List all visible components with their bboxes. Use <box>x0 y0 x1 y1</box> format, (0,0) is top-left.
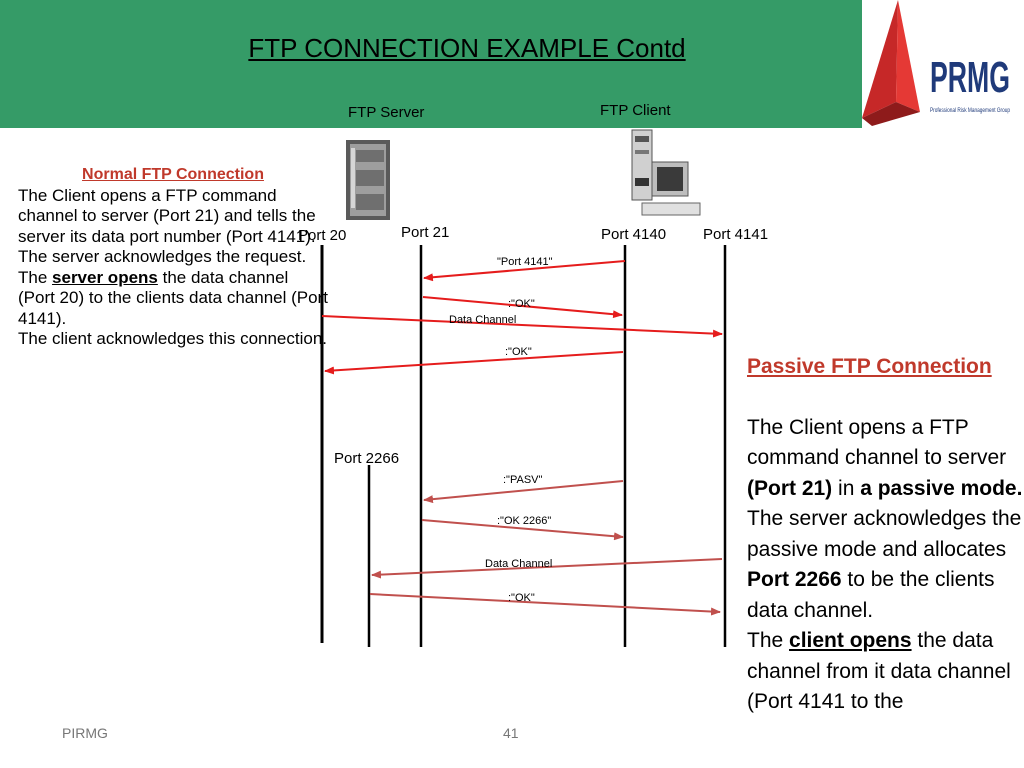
normal-step-1: The Client opens a FTP command channel t… <box>18 185 316 246</box>
arrow-data-channel-1 <box>321 315 723 338</box>
port-2266-label: Port 2266 <box>334 450 399 467</box>
slide-number: 41 <box>503 725 519 741</box>
passive-ftp-description: Passive FTP Connection The Client opens … <box>747 352 1024 718</box>
message-data-channel-2: Data Channel <box>485 558 552 570</box>
passive-ftp-heading: Passive FTP Connection <box>747 355 992 378</box>
port-4141-label: Port 4141 <box>703 226 768 243</box>
logo-text: PRMG <box>930 53 1010 102</box>
arrow-ok-3 <box>369 593 721 616</box>
arrow-ok-2266 <box>421 519 624 541</box>
client-computer-icon <box>631 129 701 216</box>
arrow-ok-2 <box>324 351 624 375</box>
ftp-server-label: FTP Server <box>348 104 424 121</box>
slide-title: FTP CONNECTION EXAMPLE Contd <box>248 33 686 63</box>
message-ok-3: :"OK" <box>508 592 535 604</box>
port-4140-label: Port 4140 <box>601 226 666 243</box>
message-ok-1: :"OK" <box>508 298 535 310</box>
title-banner <box>0 0 862 128</box>
normal-step-2: The server acknowledges the request. <box>18 247 307 266</box>
message-port-4141: "Port 4141" <box>497 256 553 268</box>
ftp-client-label: FTP Client <box>600 102 671 119</box>
passive-step-2: The server acknowledges the passive mode… <box>747 507 1022 622</box>
normal-ftp-description: Normal FTP Connection The Client opens a… <box>18 165 328 350</box>
logo-tagline: Professional Risk Management Group <box>930 108 1011 114</box>
port-21-label: Port 21 <box>401 224 449 241</box>
passive-step-3: The client opens the data channel from i… <box>747 629 1011 713</box>
message-pasv: :"PASV" <box>503 474 542 486</box>
footer-org: PIRMG <box>62 725 108 741</box>
port-20-label: Port 20 <box>298 227 346 244</box>
server-icon <box>346 140 390 220</box>
arrow-port-4141-request <box>423 260 626 282</box>
prmg-logo: PRMG Professional Risk Management Group <box>862 0 1011 126</box>
normal-ftp-heading: Normal FTP Connection <box>82 166 264 183</box>
message-ok-2266: :"OK 2266" <box>497 515 551 527</box>
message-data-channel-1: Data Channel <box>449 314 516 326</box>
message-ok-2: :"OK" <box>505 346 532 358</box>
normal-step-4: The client acknowledges this connection. <box>18 329 328 348</box>
arrow-pasv <box>423 480 624 504</box>
arrow-data-channel-2 <box>371 558 723 579</box>
normal-step-3: The server opens the data channel (Port … <box>18 267 328 328</box>
arrow-ok-1 <box>422 296 623 319</box>
passive-step-1: The Client opens a FTP command channel t… <box>747 415 1023 500</box>
